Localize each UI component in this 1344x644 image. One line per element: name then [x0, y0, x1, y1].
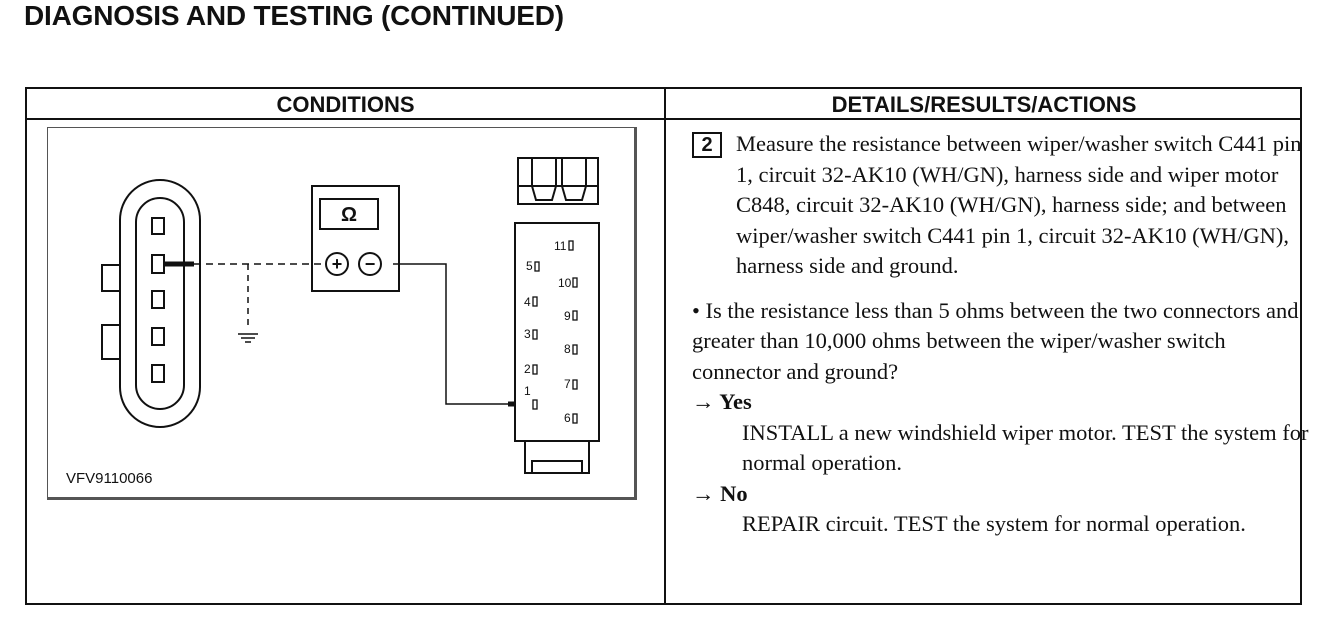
instruction-text: Measure the resistance between wiper/was… [736, 131, 1302, 278]
meter-plus-terminal: + [332, 254, 343, 274]
step-instruction: 2 Measure the resistance between wiper/w… [692, 129, 1312, 282]
pin-label: 5 [526, 259, 533, 273]
pin-label: 3 [524, 327, 531, 341]
wiring [164, 261, 528, 407]
no-action: REPAIR circuit. TEST the system for norm… [742, 511, 1246, 536]
motor-connector-pins: 5 4 3 2 1 11 10 9 8 7 6 [524, 239, 578, 425]
pin-label: 10 [558, 276, 572, 290]
pin-label: 1 [524, 384, 531, 398]
wiper-motor-connector [514, 157, 600, 474]
ohm-symbol: Ω [341, 204, 357, 226]
pin-label: 9 [564, 309, 571, 323]
pin-label: 7 [564, 377, 571, 391]
wiring-diagram: Ω + − 5 4 3 2 [47, 127, 637, 500]
ohmmeter: Ω + − [311, 185, 400, 292]
pin-label: 2 [524, 362, 531, 376]
wiper-switch-connector [101, 179, 201, 428]
yes-label: → Yes [692, 389, 752, 414]
pin-label: 6 [564, 411, 571, 425]
column-divider [664, 89, 666, 603]
step-number-badge: 2 [692, 132, 722, 158]
no-label: → No [692, 480, 748, 506]
wiring-diagram-svg: Ω + − 5 4 3 2 [101, 157, 600, 474]
meter-minus-terminal: − [365, 254, 376, 274]
question-text: • Is the resistance less than 5 ohms bet… [692, 297, 1299, 384]
conditions-header: CONDITIONS [276, 92, 415, 117]
yes-action: INSTALL a new windshield wiper motor. TE… [742, 419, 1309, 476]
diagnosis-table: CONDITIONS DETAILS/RESULTS/ACTIONS [25, 87, 1308, 605]
page-title: DIAGNOSIS AND TESTING (CONTINUED) [24, 0, 564, 31]
details-cell: 2 Measure the resistance between wiper/w… [692, 129, 1312, 540]
header-divider [27, 118, 1300, 120]
details-header: DETAILS/RESULTS/ACTIONS [831, 92, 1137, 117]
pin-label: 4 [524, 295, 531, 309]
pin-label: 11 [554, 239, 567, 253]
figure-id: VFV9110066 [66, 470, 153, 487]
pin-label: 8 [564, 342, 571, 356]
